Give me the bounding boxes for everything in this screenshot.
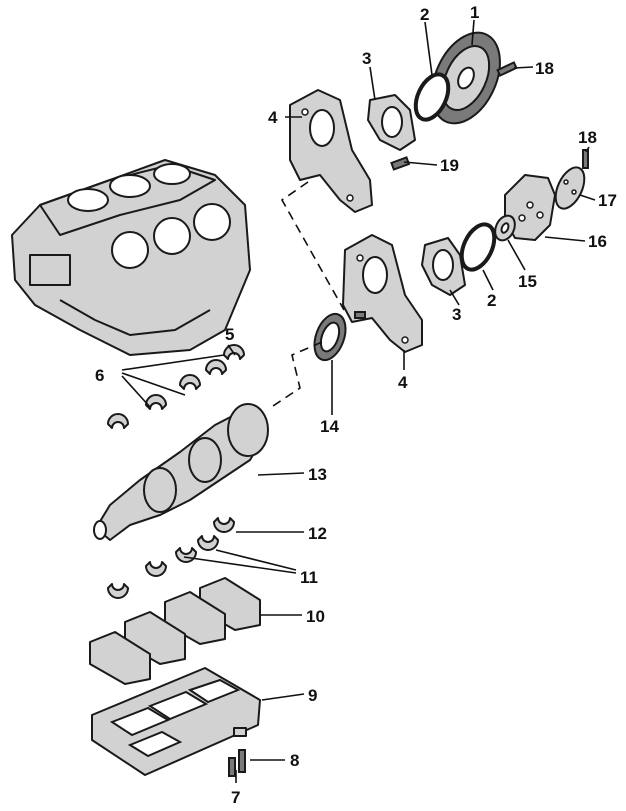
centerline-upper <box>280 181 345 311</box>
callout-6: 6 <box>95 366 104 385</box>
flywheel <box>431 31 501 125</box>
bolt-18-flywheel <box>496 61 518 77</box>
spacer <box>494 214 516 242</box>
callout-15: 15 <box>518 272 537 291</box>
callout-11: 11 <box>300 568 318 587</box>
callout-13: 13 <box>308 465 327 484</box>
callout-14: 14 <box>320 417 339 436</box>
callout-5: 5 <box>225 325 234 344</box>
main-bearing-caps <box>89 577 261 685</box>
leader-lines <box>121 19 596 783</box>
callout-12: 12 <box>308 524 327 543</box>
cover-bolt <box>354 311 366 319</box>
bolt-19 <box>390 156 411 171</box>
callout-19: 19 <box>440 156 459 175</box>
bearing-girdle <box>91 667 261 776</box>
rear-cover-upper <box>289 89 373 213</box>
callout-17: 17 <box>598 191 617 210</box>
callout-9: 9 <box>308 686 317 705</box>
callout-4-upper: 4 <box>268 108 278 127</box>
rear-main-seal <box>313 312 347 362</box>
callout-3-upper: 3 <box>362 49 371 68</box>
callout-4-lower: 4 <box>398 373 408 392</box>
callout-16: 16 <box>588 232 607 251</box>
seal-ring-upper <box>413 72 451 122</box>
crankshaft <box>93 403 269 541</box>
callout-18-upper: 18 <box>535 59 554 78</box>
flex-plate <box>504 174 556 241</box>
callout-2-upper: 2 <box>420 5 429 24</box>
callout-18-right: 18 <box>578 128 597 147</box>
callout-8: 8 <box>290 751 299 770</box>
callout-7: 7 <box>231 788 240 807</box>
bolt-18-adapter <box>582 149 589 169</box>
callouts: 1 2 3 4 18 19 18 17 16 15 2 3 4 14 5 6 1… <box>95 3 617 807</box>
adapter-plate <box>554 166 586 210</box>
lower-bearing-halves <box>107 517 235 599</box>
upper-bearing-halves <box>107 344 245 429</box>
rear-cover-lower <box>342 234 423 353</box>
callout-3-lower: 3 <box>452 305 461 324</box>
girdle-bolts <box>228 727 247 777</box>
callout-10: 10 <box>306 607 325 626</box>
callout-2-lower: 2 <box>487 291 496 310</box>
centerline-lower <box>269 341 323 409</box>
seal-retainer-lower <box>421 237 466 296</box>
engine-block <box>11 159 251 356</box>
callout-1: 1 <box>470 3 479 22</box>
seal-ring-lower <box>459 222 497 272</box>
seal-retainer-upper <box>367 94 416 151</box>
